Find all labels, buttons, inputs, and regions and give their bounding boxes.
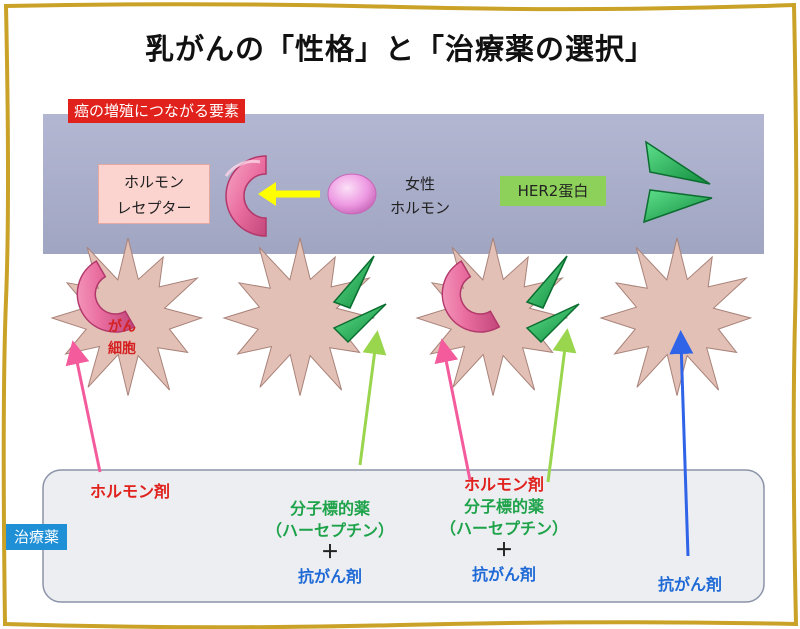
her2-protein-shape — [525, 303, 580, 344]
hormone-drug-arrow-2 — [434, 338, 472, 481]
female-hormone-ball — [327, 173, 377, 215]
her2-protein-shape — [643, 140, 713, 224]
cancer-cell-triple-positive — [415, 237, 580, 396]
treatment-col4-chemo: 抗がん剤 — [657, 575, 722, 594]
treatment-col1-hormone: ホルモン剤 — [89, 482, 170, 501]
female-hormone-label: 女性 ホルモン — [380, 172, 460, 220]
treatment-col2: 分子標的薬 （ハーセプチン） ＋ 抗がん剤 — [240, 498, 420, 590]
hormone-drug-arrow-1 — [65, 340, 102, 473]
hormone-receptor-shape — [224, 155, 267, 237]
targeted-drug-arrow-1 — [358, 330, 387, 466]
treatment-col2-herceptin: （ハーセプチン） — [265, 521, 394, 540]
targeted-drug-arrow-2 — [546, 328, 577, 483]
her2-protein-shape — [525, 255, 568, 309]
treatment-col3-targeted: 分子標的薬 — [463, 497, 544, 516]
cell-label-line2: 細胞 — [108, 341, 136, 357]
chemo-arrow — [669, 330, 694, 557]
hormone-receptor-shape — [441, 260, 501, 333]
cancer-cell-triple-negative — [599, 237, 753, 396]
cancer-cell-hormone-positive — [50, 237, 204, 396]
treatment-col3-hormone: ホルモン剤 — [463, 475, 544, 494]
treatment-col3-chemo: 抗がん剤 — [471, 565, 536, 584]
cancer-cell-label: がん 細胞 — [102, 316, 142, 360]
receptor-label-line2: レセプター — [116, 199, 192, 217]
page-title: 乳がんの「性格」と「治療薬の選択」 — [144, 32, 655, 66]
her2-protein-shape — [332, 255, 375, 309]
cancer-cell-her2-positive — [222, 237, 387, 396]
treatment-col3-herceptin: （ハーセプチン） — [439, 519, 568, 538]
treatment-label: 治療薬 — [6, 524, 68, 550]
factors-label: 癌の増殖につながる要素 — [68, 99, 246, 123]
treatment-col2-targeted: 分子標的薬 — [289, 499, 370, 518]
binding-arrow — [258, 182, 320, 206]
hormone-label-line1: 女性 — [404, 175, 435, 193]
treatment-col2-chemo: 抗がん剤 — [297, 567, 362, 586]
treatment-col3-plus: ＋ — [495, 540, 513, 561]
hormone-receptor-shape — [76, 260, 136, 333]
hormone-label-line2: ホルモン — [389, 199, 450, 217]
cell-label-line1: がん — [108, 319, 136, 335]
her2-protein-shape — [332, 303, 387, 344]
hormone-receptor-label: ホルモン レセプター — [98, 164, 210, 224]
her2-label: HER2蛋白 — [500, 176, 606, 206]
receptor-label-line1: ホルモン — [123, 173, 184, 191]
treatment-col2-plus: ＋ — [321, 542, 339, 563]
treatment-col3: ホルモン剤 分子標的薬 （ハーセプチン） ＋ 抗がん剤 — [414, 474, 594, 588]
